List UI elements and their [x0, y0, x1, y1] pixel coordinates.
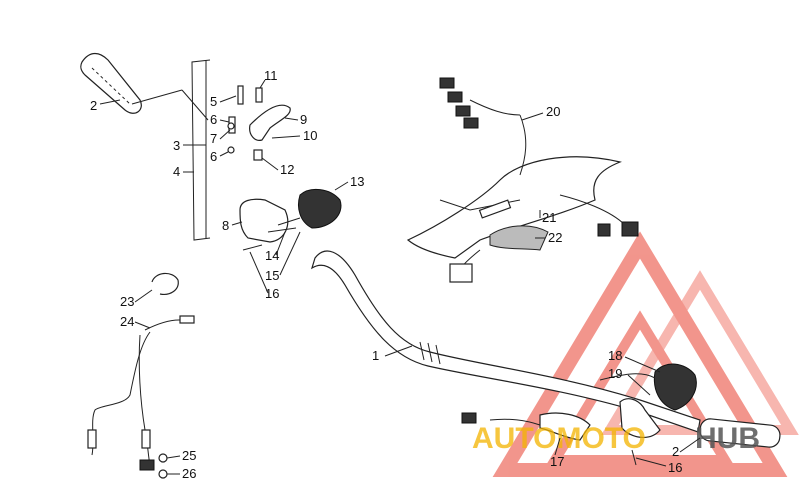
callout-8: 8	[222, 218, 229, 233]
callout-14: 14	[265, 248, 279, 263]
watermark-text-left: AUTOMOTO	[472, 422, 646, 455]
watermark-text-right: HUB	[695, 422, 760, 455]
callouts: 1 2 2 3 4 5 6 6 7 8 9 10 11 12 13 14 15 …	[90, 68, 682, 481]
callout-6-upper: 6	[210, 112, 217, 127]
callout-4: 4	[173, 164, 180, 179]
callout-12: 12	[280, 162, 294, 177]
brake-lever-bracket	[461, 412, 637, 466]
callout-20: 20	[546, 104, 560, 119]
callout-6-lower: 6	[210, 149, 217, 164]
throttle-cable-bracket	[191, 59, 211, 241]
callout-11: 11	[264, 68, 278, 83]
callout-16-left: 16	[265, 286, 279, 301]
right-switch-housing	[599, 363, 697, 438]
callout-25: 25	[182, 448, 196, 463]
callout-21: 21	[542, 210, 556, 225]
spring-clip	[151, 272, 179, 295]
callout-2-left-grip: 2	[90, 98, 97, 113]
callout-23: 23	[120, 294, 134, 309]
callout-7: 7	[210, 131, 217, 146]
callout-16-right: 16	[668, 460, 682, 475]
wiring-harness	[439, 77, 639, 283]
callout-3: 3	[173, 138, 180, 153]
callout-24: 24	[120, 314, 134, 329]
callout-10: 10	[303, 128, 317, 143]
callout-1: 1	[372, 348, 379, 363]
callout-18: 18	[608, 348, 622, 363]
callout-17: 17	[550, 454, 564, 469]
callout-5: 5	[210, 94, 217, 109]
left-switch-housing	[267, 188, 342, 233]
left-grip	[80, 52, 209, 121]
callout-9: 9	[300, 112, 307, 127]
handlebar-pad	[406, 156, 622, 259]
callout-22: 22	[548, 230, 562, 245]
throttle-cable	[87, 315, 195, 479]
right-grip	[699, 418, 781, 448]
throttle-lever	[227, 85, 291, 161]
pad-foam	[489, 225, 549, 251]
callout-15: 15	[265, 268, 279, 283]
callout-13: 13	[350, 174, 364, 189]
callout-19: 19	[608, 366, 622, 381]
callout-2-right-grip: 2	[672, 444, 679, 459]
callout-26: 26	[182, 466, 196, 481]
handlebar	[310, 250, 701, 433]
leader-lines	[99, 79, 701, 475]
